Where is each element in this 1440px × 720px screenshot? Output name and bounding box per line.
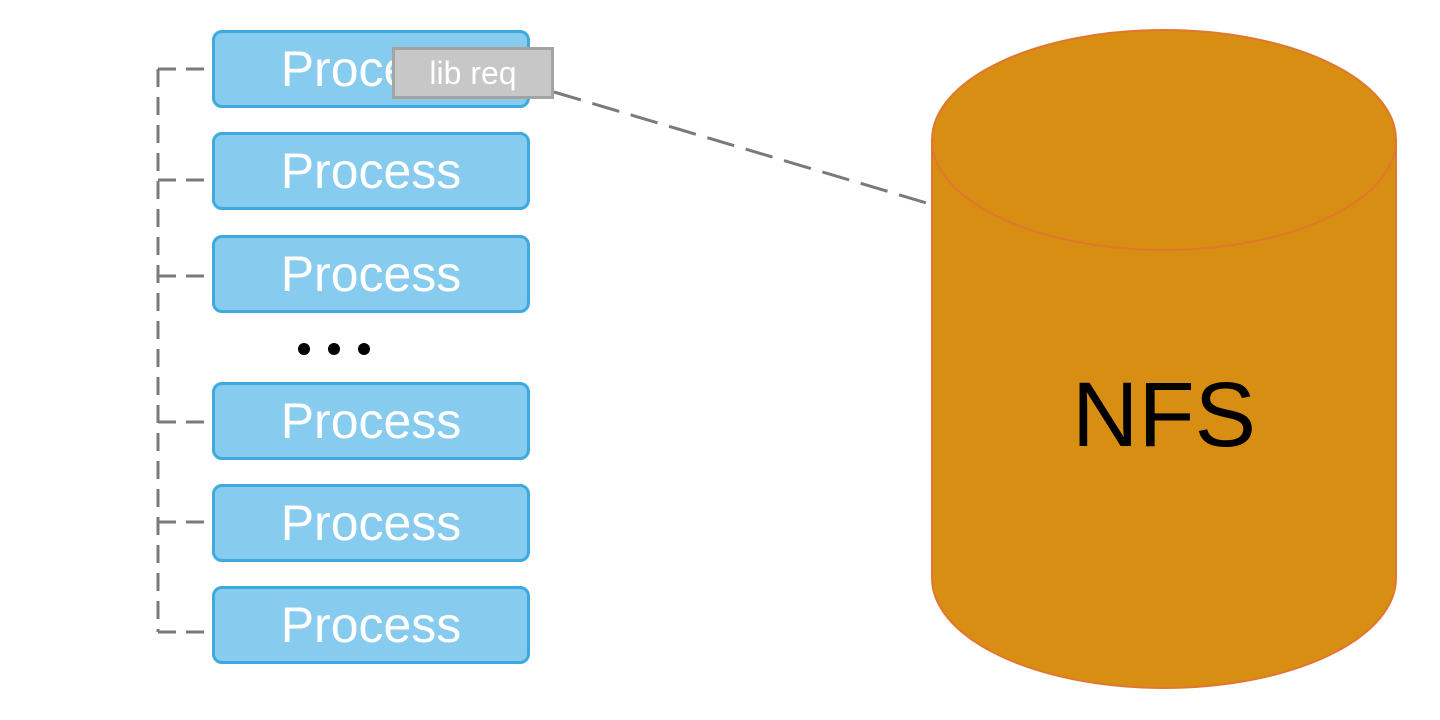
nfs-cylinder-body [931,139,1397,689]
request-line [553,90,931,206]
nfs-label: NFS [1072,364,1256,466]
process-box-2: Process [212,132,530,210]
lib-request-tag: lib req [392,47,554,99]
process-box-4: Process [212,382,530,460]
process-box-3: Process [212,235,530,313]
nfs-cylinder-top [931,29,1397,251]
ellipsis-dot [298,343,310,355]
process-box-6: Process [212,586,530,664]
ellipsis-dot [328,343,340,355]
ellipsis [298,341,370,357]
ellipsis-dot [358,343,370,355]
process-box-5: Process [212,484,530,562]
